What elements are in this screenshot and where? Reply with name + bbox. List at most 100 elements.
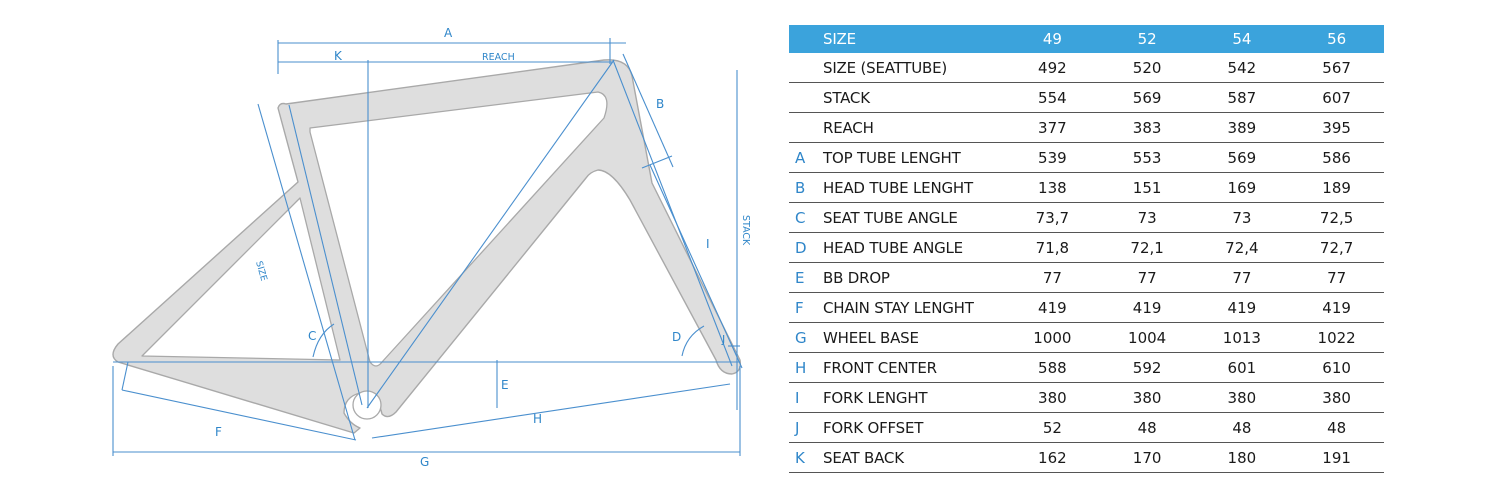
row-label: STACK: [823, 82, 1005, 113]
row-value: 72,5: [1289, 202, 1384, 233]
row-value: 73: [1194, 202, 1290, 233]
row-value: 1022: [1289, 322, 1384, 353]
row-letter: E: [789, 262, 823, 293]
row-value: 170: [1099, 442, 1195, 473]
row-value: 569: [1194, 142, 1290, 173]
row-value: 607: [1289, 82, 1384, 113]
row-label: BB DROP: [823, 262, 1005, 293]
row-label: FRONT CENTER: [823, 352, 1005, 383]
row-value: 71,8: [1005, 232, 1100, 263]
row-letter: C: [789, 202, 823, 233]
row-value: 138: [1005, 172, 1100, 203]
table-header-row: SIZE 49 52 54 56: [789, 25, 1384, 53]
label-f: F: [215, 425, 222, 439]
row-value: 180: [1194, 442, 1290, 473]
row-value: 419: [1194, 292, 1290, 323]
row-value: 52: [1005, 412, 1100, 443]
row-value: 380: [1005, 382, 1100, 413]
header-letter-cell: [789, 25, 823, 53]
row-letter: [789, 112, 823, 143]
row-label: HEAD TUBE LENGHT: [823, 172, 1005, 203]
row-value: 380: [1194, 382, 1290, 413]
row-value: 419: [1289, 292, 1384, 323]
row-letter: D: [789, 232, 823, 263]
dimension-labels: A K REACH B STACK SIZE C D E F G H I J: [215, 26, 751, 469]
row-value: 419: [1005, 292, 1100, 323]
row-letter: B: [789, 172, 823, 203]
label-reach: REACH: [482, 52, 515, 63]
header-size-54: 54: [1194, 25, 1290, 53]
label-b: B: [656, 97, 664, 111]
row-value: 73,7: [1005, 202, 1100, 233]
label-j: J: [721, 333, 725, 346]
row-value: 542: [1194, 53, 1290, 83]
row-label: WHEEL BASE: [823, 322, 1005, 353]
row-label: REACH: [823, 112, 1005, 143]
row-value: 588: [1005, 352, 1100, 383]
row-label: SEAT TUBE ANGLE: [823, 202, 1005, 233]
frame-geometry-diagram: A K REACH B STACK SIZE C D E F G H I J: [112, 26, 751, 469]
label-k: K: [334, 49, 343, 63]
row-value: 383: [1099, 112, 1195, 143]
label-a: A: [444, 26, 453, 40]
row-value: 567: [1289, 53, 1384, 83]
row-value: 72,1: [1099, 232, 1195, 263]
row-letter: G: [789, 322, 823, 353]
row-letter: [789, 53, 823, 83]
row-letter: H: [789, 352, 823, 383]
bike-frame: [112, 59, 742, 434]
row-letter: I: [789, 382, 823, 413]
row-value: 389: [1194, 112, 1290, 143]
row-value: 380: [1099, 382, 1195, 413]
row-letter: F: [789, 292, 823, 323]
row-value: 48: [1194, 412, 1290, 443]
row-letter: [789, 82, 823, 113]
row-value: 189: [1289, 172, 1384, 203]
row-value: 48: [1099, 412, 1195, 443]
row-value: 586: [1289, 142, 1384, 173]
row-value: 191: [1289, 442, 1384, 473]
row-value: 1004: [1099, 322, 1195, 353]
row-label: SEAT BACK: [823, 442, 1005, 473]
row-value: 72,7: [1289, 232, 1384, 263]
row-value: 77: [1194, 262, 1290, 293]
row-value: 569: [1099, 82, 1195, 113]
row-value: 492: [1005, 53, 1100, 83]
row-value: 592: [1099, 352, 1195, 383]
header-size-label: SIZE: [823, 25, 1005, 53]
row-label: FORK LENGHT: [823, 382, 1005, 413]
row-value: 77: [1289, 262, 1384, 293]
row-label: CHAIN STAY LENGHT: [823, 292, 1005, 323]
label-e: E: [501, 378, 509, 392]
row-value: 419: [1099, 292, 1195, 323]
row-value: 169: [1194, 172, 1290, 203]
row-value: 539: [1005, 142, 1100, 173]
row-value: 587: [1194, 82, 1290, 113]
row-letter: A: [789, 142, 823, 173]
row-label: SIZE (SEATTUBE): [823, 53, 1005, 83]
row-value: 73: [1099, 202, 1195, 233]
label-i: I: [706, 237, 710, 251]
row-label: FORK OFFSET: [823, 412, 1005, 443]
row-value: 380: [1289, 382, 1384, 413]
row-value: 48: [1289, 412, 1384, 443]
row-value: 1013: [1194, 322, 1290, 353]
header-size-52: 52: [1099, 25, 1195, 53]
row-value: 77: [1099, 262, 1195, 293]
label-d: D: [672, 330, 681, 344]
